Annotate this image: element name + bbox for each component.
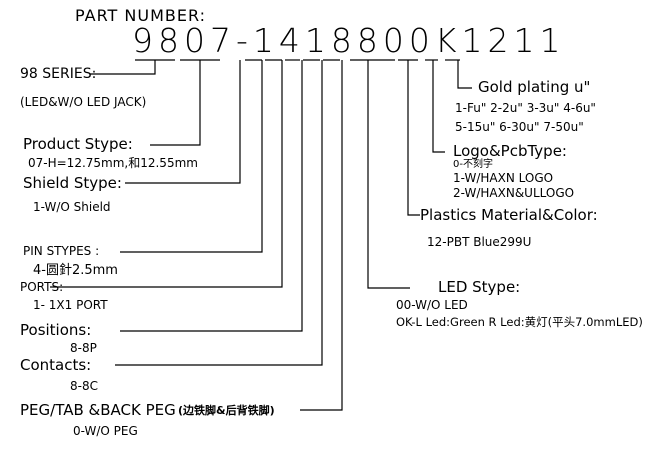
leader-led xyxy=(367,60,410,289)
contacts-value: 8-8C xyxy=(70,379,98,393)
part-number-title: PART NUMBER: xyxy=(75,6,206,25)
series-label: 98 SERIES: xyxy=(20,66,97,82)
led-label: LED Stype: xyxy=(438,278,521,296)
ports-label: PORTS: xyxy=(20,280,64,294)
peg-label-cn: (边铁脚&后背铁脚) xyxy=(178,404,275,417)
logo-label: Logo&PcbType: xyxy=(453,142,567,160)
leader-contacts xyxy=(115,60,323,366)
ports-value: 1- 1X1 PORT xyxy=(33,298,108,312)
logo-value-3: 2-W/HAXN&ULLOGO xyxy=(453,186,575,200)
product-value: 07-H=12.75mm,和12.55mm xyxy=(28,156,198,170)
contacts-label: Contacts: xyxy=(20,356,92,374)
leader-pin xyxy=(120,60,263,253)
plastics-label: Plastics Material&Color: xyxy=(420,206,598,224)
leader-shield xyxy=(125,60,241,184)
leader-gold xyxy=(457,60,472,89)
plastics-value: 12-PBT Blue299U xyxy=(427,235,532,249)
gold-label: Gold plating u" xyxy=(478,78,591,96)
gold-value-2: 5-15u" 6-30u" 7-50u" xyxy=(455,120,584,134)
leader-peg xyxy=(300,60,343,411)
logo-value-2: 1-W/HAXN LOGO xyxy=(453,171,554,185)
led-value-2: OK-L Led:Green R Led:黄灯(平头7.0mmLED) xyxy=(396,315,643,329)
logo-value-1: 0-不刻字 xyxy=(453,159,493,170)
leader-product xyxy=(150,60,201,146)
leader-positions xyxy=(120,60,303,332)
shield-label: Shield Stype: xyxy=(23,174,122,192)
peg-label: PEG/TAB &BACK PEG xyxy=(20,401,176,419)
leader-ports xyxy=(50,60,283,288)
pin-label: PIN STYPES : xyxy=(23,244,100,258)
peg-value: 0-W/O PEG xyxy=(73,424,138,438)
led-value-1: 00-W/O LED xyxy=(396,298,468,312)
part-number-value: 9807-1418800K1211 xyxy=(132,21,566,60)
leader-plastics xyxy=(407,60,420,216)
positions-label: Positions: xyxy=(20,321,92,339)
positions-value: 8-8P xyxy=(70,341,97,355)
leader-logo xyxy=(432,60,445,153)
pin-value: 4-圆針2.5mm xyxy=(33,263,118,278)
shield-value: 1-W/O Shield xyxy=(33,200,111,214)
series-note: (LED&W/O LED JACK) xyxy=(20,95,147,109)
product-label: Product Stype: xyxy=(23,135,133,153)
gold-value-1: 1-Fu" 2-2u" 3-3u" 4-6u" xyxy=(455,101,596,115)
leader-series xyxy=(90,60,156,75)
